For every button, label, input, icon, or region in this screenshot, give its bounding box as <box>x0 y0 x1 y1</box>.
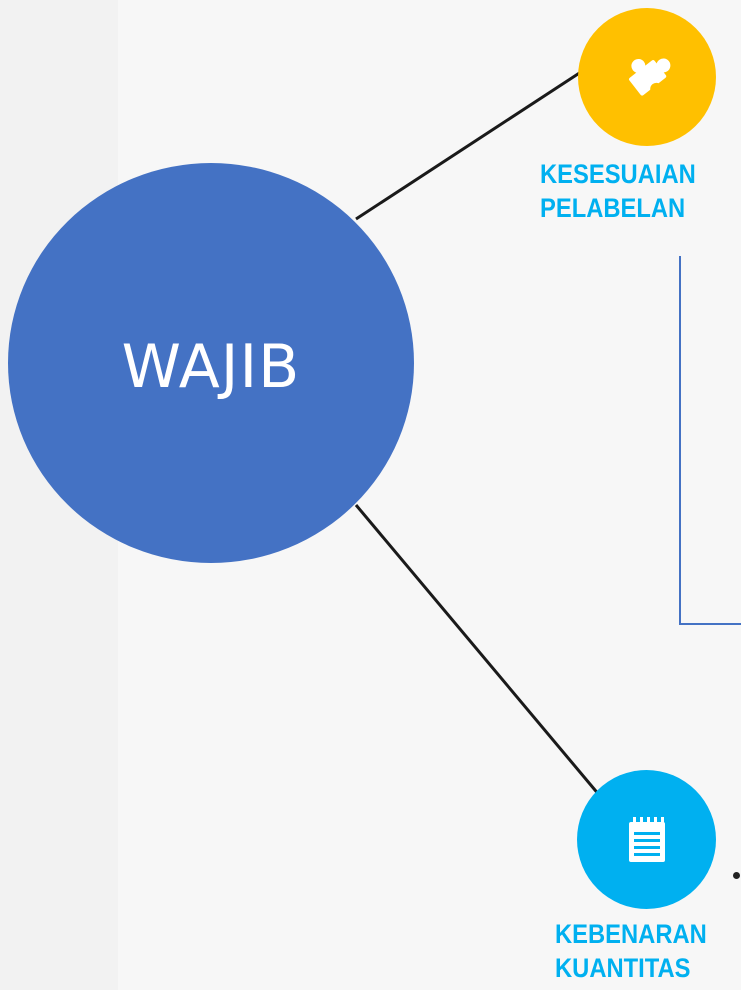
connector-bottom <box>354 504 602 797</box>
bullet-dot <box>733 872 740 879</box>
puzzle-piece-icon <box>629 58 671 96</box>
label-line-2: PELABELAN <box>540 193 686 223</box>
hub-label: WAJIB <box>121 332 301 402</box>
hub-circle: WAJIB <box>8 163 414 563</box>
notepad-icon <box>628 816 665 862</box>
node-kesesuaian <box>578 8 716 146</box>
puzzle-notch <box>650 82 663 95</box>
node-kebenaran <box>577 770 716 909</box>
label-line-1: KEBENARAN <box>555 919 707 949</box>
label-line-2: KUANTITAS <box>555 953 691 983</box>
label-line-1: KESESUAIAN <box>540 159 696 189</box>
connector-top <box>355 68 585 221</box>
label-kesesuaian-pelabelan: KESESUAIAN PELABELAN <box>540 157 696 225</box>
bracket-line <box>679 256 741 625</box>
label-kebenaran-kuantitas: KEBENARAN KUANTITAS <box>555 917 707 985</box>
